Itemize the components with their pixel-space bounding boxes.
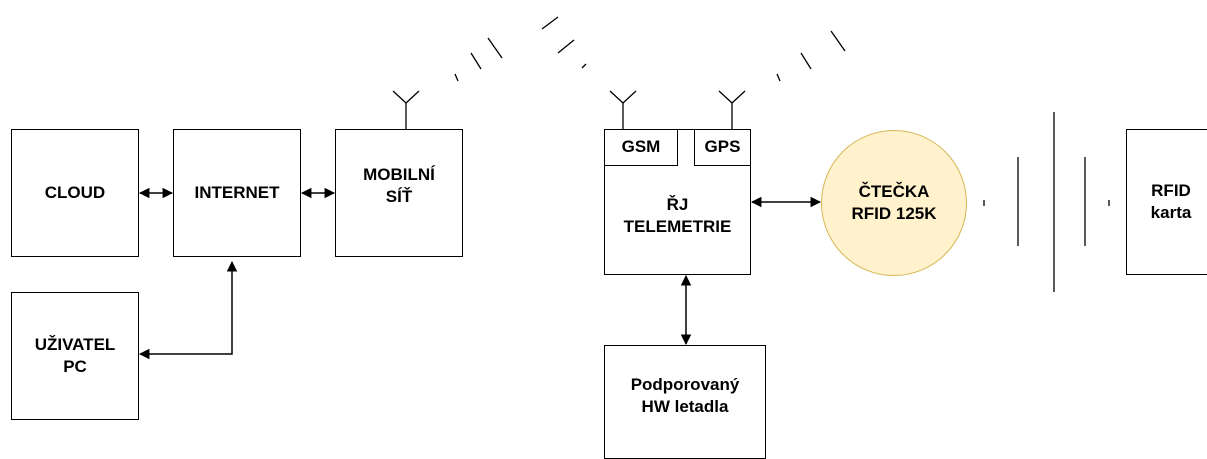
antenna-icon	[392, 90, 420, 129]
user-internet-connector	[138, 260, 238, 360]
user-pc-node: UŽIVATEL PC	[11, 292, 139, 420]
cloud-node: CLOUD	[11, 129, 139, 257]
internet-node: INTERNET	[173, 129, 301, 257]
antenna-icon	[609, 90, 637, 129]
radio-wave-icon	[454, 16, 587, 82]
mobile-network-node: MOBILNÍ SÍŤ	[335, 129, 463, 257]
rfid-field-icon	[983, 112, 1110, 292]
gps-module: GPS	[694, 129, 751, 166]
rfid-card-node: RFID karta	[1126, 129, 1207, 275]
rfid-reader-node: ČTEČKA RFID 125K	[821, 130, 967, 276]
antenna-icon	[718, 90, 746, 129]
radio-wave-icon	[776, 30, 846, 82]
aircraft-hw-node: Podporovaný HW letadla	[604, 345, 766, 459]
gsm-module: GSM	[604, 129, 678, 166]
